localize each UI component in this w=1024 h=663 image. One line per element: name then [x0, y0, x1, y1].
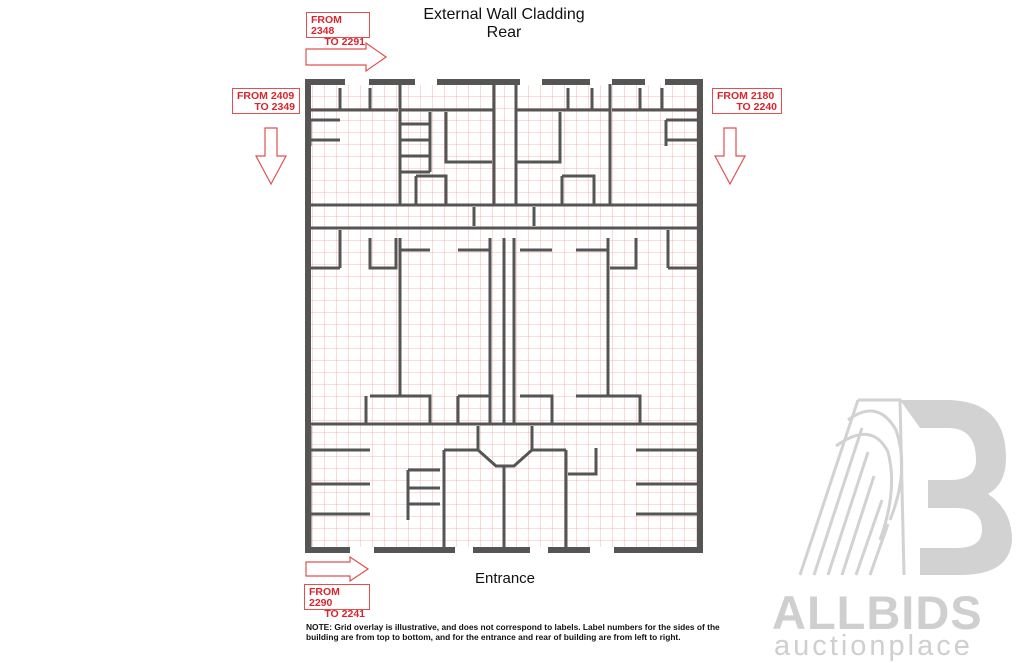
entrance-arrow-icon — [305, 555, 370, 583]
direction-arrows — [254, 41, 747, 583]
left-label-from: FROM 2409 — [237, 90, 295, 102]
interior-walls — [308, 84, 698, 548]
rear-arrow-icon — [305, 41, 388, 73]
title-line-2: Rear — [486, 24, 522, 41]
watermark-brand: ALLBIDS — [772, 586, 983, 639]
window-gaps — [345, 79, 665, 553]
title-line-1: External Wall Cladding — [423, 6, 585, 23]
grid-note: NOTE: Grid overlay is illustrative, and … — [306, 622, 720, 642]
watermark-tagline: auctionplace — [774, 630, 973, 662]
left-side-label: FROM 2409 TO 2349 — [232, 88, 300, 114]
entrance-side-label: FROM 2290 TO 2241 — [304, 584, 370, 620]
rear-label-from: FROM 2348 — [311, 14, 342, 37]
rear-side-label: FROM 2348 TO 2291 — [306, 12, 370, 48]
rear-label-to: TO 2291 — [324, 36, 365, 48]
right-label-from: FROM 2180 — [717, 90, 775, 102]
right-label-to: TO 2240 — [736, 101, 777, 113]
diagram-title: External Wall Cladding Rear — [380, 6, 628, 42]
exterior-walls — [305, 79, 703, 553]
entrance-label-from: FROM 2290 — [309, 586, 340, 609]
left-side-arrow-icon — [254, 127, 288, 186]
right-side-arrow-icon — [713, 127, 747, 186]
entrance-caption: Entrance — [474, 570, 536, 587]
left-label-to: TO 2349 — [254, 101, 295, 113]
entrance-label-to: TO 2241 — [324, 608, 365, 620]
right-side-label: FROM 2180 TO 2240 — [712, 88, 782, 114]
